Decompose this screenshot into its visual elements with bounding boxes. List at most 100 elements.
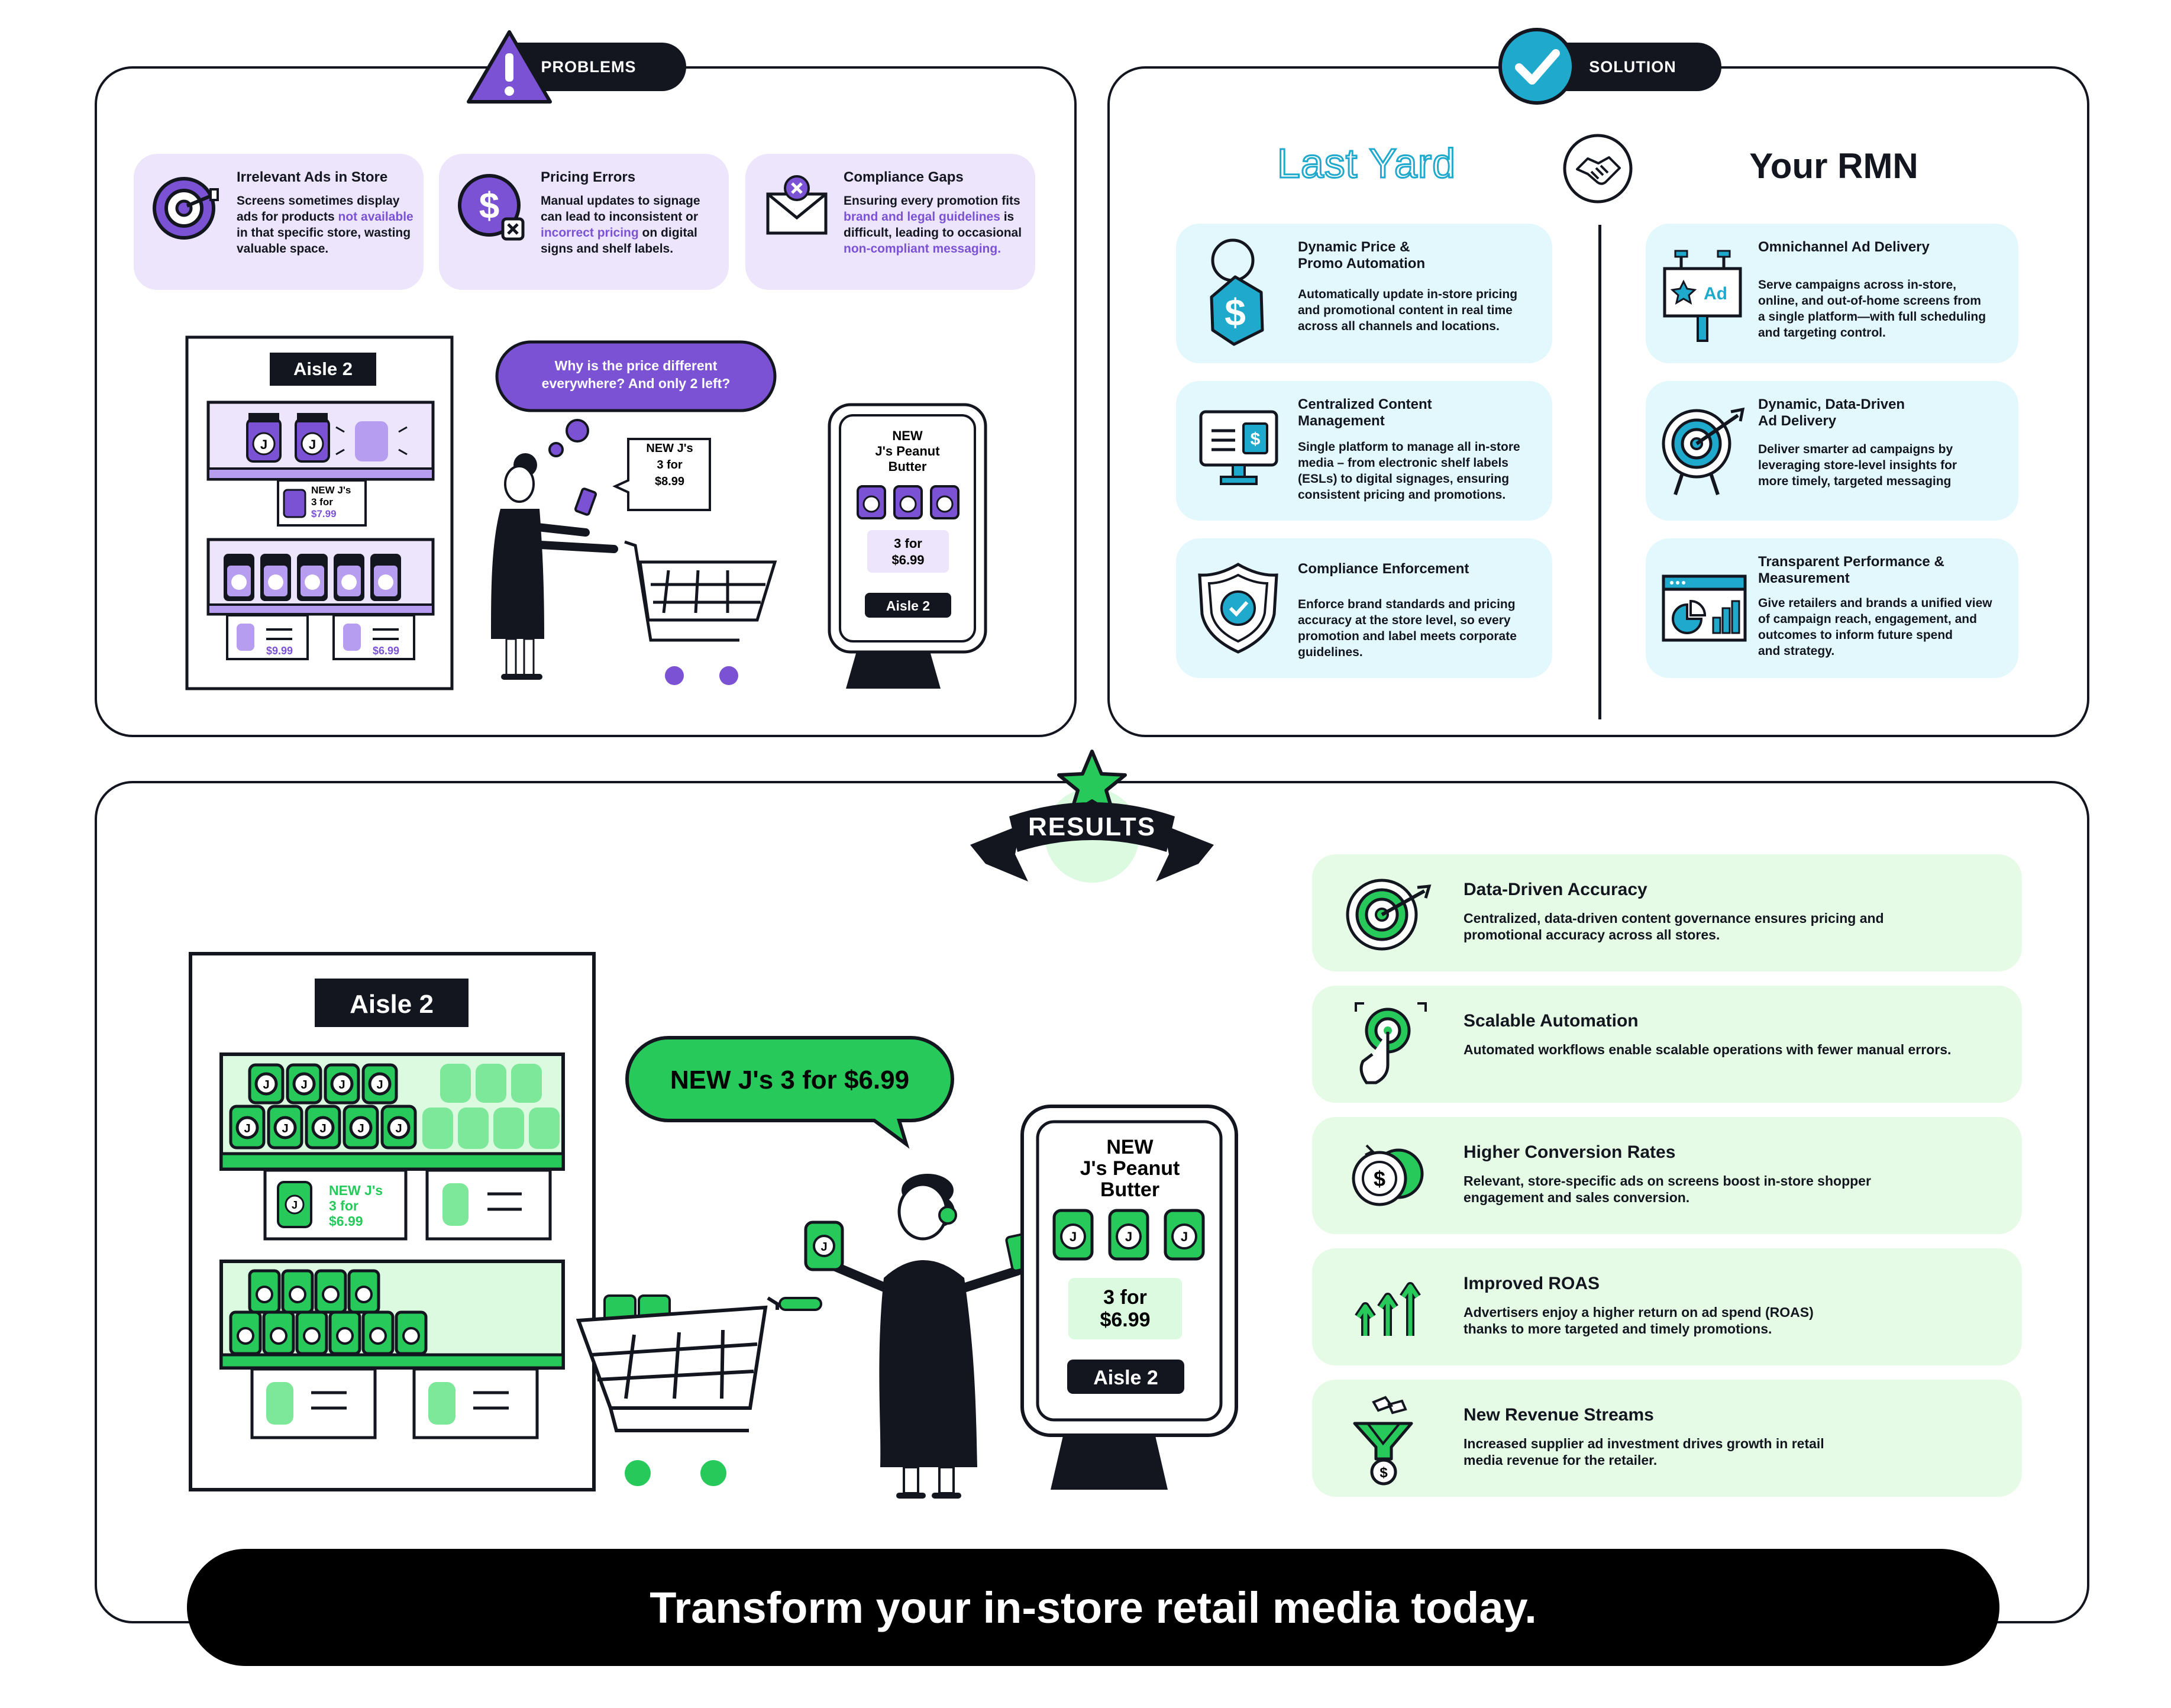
problem-desc: Screens sometimes display ads for produc… [237,194,413,256]
svg-text:J: J [263,1079,269,1092]
tag-price: $6.99 [329,1213,363,1229]
results-label: RESULTS [1028,812,1156,841]
svg-text:J: J [309,437,316,452]
shield-check-icon [1198,563,1278,654]
solution-divider [1598,225,1601,719]
solution-card-desc: Serve campaigns across in-store,online, … [1758,278,1986,340]
price-tag: $6.99 [373,645,399,657]
price-tag: $9.99 [266,645,293,657]
dollar-error-icon: $ [458,174,525,241]
monitor-icon: $ [1199,410,1278,485]
jar: J [246,413,282,463]
aisle-shelf: Aisle 2 J J NEW J's 3 for $7.99 $9.99 $6… [185,335,454,690]
growth-arrows-icon [1355,1282,1421,1336]
target-screen-icon [153,177,219,240]
envelope-error-icon [766,175,828,235]
svg-text:$6.99: $6.99 [891,553,924,567]
tag-price: $7.99 [311,508,337,519]
last-yard-logo: Last Yard [1276,140,1456,188]
solution-card-desc: Give retailers and brands a unified view… [1758,596,1992,658]
result-card-conversion: $ Higher Conversion Rates Relevant, stor… [1312,1117,2022,1234]
jar: J [295,413,330,463]
svg-text:NEW: NEW [1106,1136,1154,1158]
svg-text:J: J [338,1079,345,1092]
svg-text:J: J [820,1241,827,1254]
svg-text:$: $ [1225,291,1246,334]
svg-text:$: $ [1380,1465,1388,1481]
solution-card-title: Transparent Performance &Measurement [1758,554,1944,586]
billboard-ad-icon: Ad [1663,250,1742,342]
jar-group [229,1063,417,1150]
solution-card-omnichannel: Ad Omnichannel Ad Delivery Serve campaig… [1646,224,2018,363]
svg-text:J's Peanut: J's Peanut [875,444,940,459]
warning-icon [467,30,552,104]
problem-desc: Manual updates to signage can lead to in… [541,194,700,256]
svg-text:J: J [292,1199,298,1211]
happy-shopper-figure: J [804,1174,1033,1499]
svg-text:J: J [282,1122,288,1135]
bullseye-icon [1346,879,1432,951]
tag-line: 3 for [311,496,333,508]
result-desc: Increased supplier ad investment drives … [1464,1436,1824,1468]
your-rmn-title: Your RMN [1749,146,1918,186]
svg-text:3 for: 3 for [1103,1286,1147,1309]
result-desc: Advertisers enjoy a higher return on ad … [1464,1305,1814,1336]
analytics-dashboard-icon [1662,574,1747,642]
svg-text:$6.99: $6.99 [1100,1309,1150,1331]
svg-text:3 for: 3 for [894,536,922,551]
svg-text:$8.99: $8.99 [655,475,684,488]
solution-card-title: Omnichannel Ad Delivery [1758,239,1930,255]
problem-card-irrelevant-ads: Irrelevant Ads in Store Screens sometime… [134,154,424,290]
result-desc: Relevant, store-specific ads on screens … [1464,1173,1871,1205]
result-title: New Revenue Streams [1464,1405,1654,1425]
svg-text:J: J [260,437,267,452]
problem-title: Pricing Errors [541,169,636,185]
svg-text:Aisle 2: Aisle 2 [886,598,930,614]
svg-text:J: J [319,1122,326,1135]
result-desc: Centralized, data-driven content governa… [1464,910,1884,942]
svg-text:Butter: Butter [889,459,927,474]
shopping-cart [576,1294,822,1486]
svg-text:J: J [1070,1229,1077,1244]
digital-kiosk: NEW J's Peanut Butter 3 for $6.99 Aisle … [828,403,987,689]
solution-card-price-automation: $ Dynamic Price &Promo Automation Automa… [1176,224,1552,363]
cta-text: Transform your in-store retail media tod… [650,1583,1537,1632]
problem-title: Irrelevant Ads in Store [237,169,388,185]
aisle-label: Aisle 2 [293,359,353,379]
result-desc: Automated workflows enable scalable oper… [1464,1042,1952,1057]
shopping-cart [624,540,777,685]
solution-card-measurement: Transparent Performance &Measurement Giv… [1646,538,2018,678]
solution-card-compliance: Compliance Enforcement Enforce brand sta… [1176,538,1552,678]
problem-desc: Ensuring every promotion fits brand and … [844,194,1022,256]
svg-text:Aisle 2: Aisle 2 [1093,1367,1158,1389]
svg-text:Ad: Ad [1704,284,1727,303]
svg-text:$: $ [1251,430,1261,449]
problems-store-scene: Aisle 2 J J NEW J's 3 for $7.99 $9.99 $6… [185,335,987,690]
cta-banner[interactable]: Transform your in-store retail media tod… [187,1549,1999,1666]
solution-card-title: Compliance Enforcement [1298,561,1469,577]
tag-line: NEW J's [329,1183,383,1198]
shopper-figure [491,453,618,680]
svg-text:$: $ [479,186,499,227]
funnel-coin-icon: $ [1353,1396,1413,1486]
tag-line: NEW J's [311,485,351,496]
svg-text:J: J [244,1122,250,1135]
result-card-revenue: $ New Revenue Streams Increased supplier… [1312,1380,2022,1497]
svg-text:3 for: 3 for [657,459,683,472]
tag-line: 3 for [329,1198,358,1213]
svg-text:J: J [357,1122,364,1135]
svg-text:J: J [376,1079,383,1092]
problem-title: Compliance Gaps [844,169,964,185]
result-card-roas: Improved ROAS Advertisers enjoy a higher… [1312,1248,2022,1365]
result-card-accuracy: Data-Driven Accuracy Centralized, data-d… [1312,854,2022,971]
phone-price-bubble: NEW J's 3 for $8.99 [612,438,711,511]
